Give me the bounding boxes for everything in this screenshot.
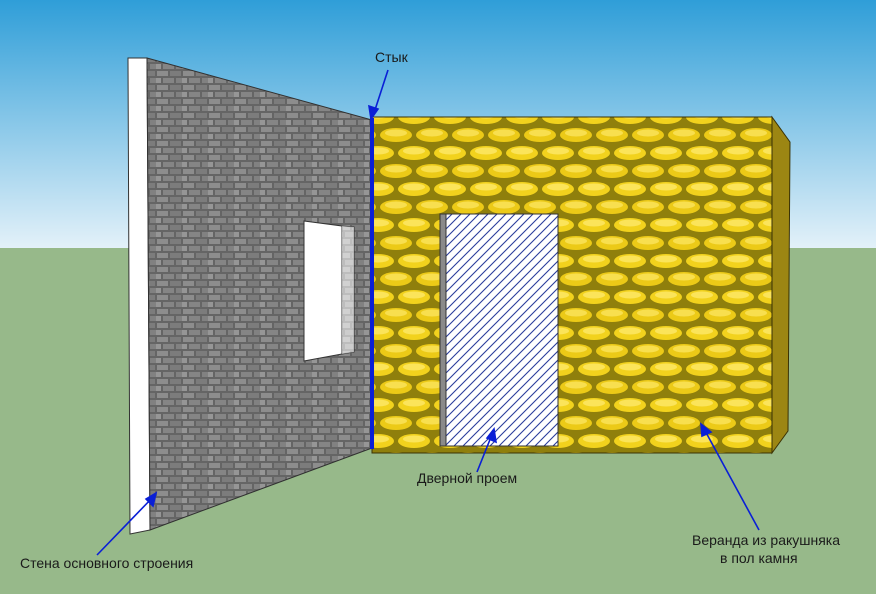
joint-arrowhead xyxy=(368,104,380,122)
main-wall-shade xyxy=(147,58,372,530)
veranda-arrowhead xyxy=(700,422,713,438)
main-wall-edge xyxy=(127,57,151,535)
veranda-front-face xyxy=(371,116,773,454)
doorway-label: Дверной проем xyxy=(417,470,517,486)
main-wall-label: Стена основного строения xyxy=(20,555,193,571)
window-opening xyxy=(303,220,343,362)
veranda-side-face xyxy=(771,115,791,455)
veranda-wall xyxy=(371,115,791,455)
doorway-arrowhead xyxy=(485,427,498,444)
veranda-leader xyxy=(702,426,760,531)
joint-label: Стык xyxy=(375,49,409,65)
main-building-wall xyxy=(127,57,373,535)
veranda-label-line2: в пол камня xyxy=(720,550,798,566)
annotation-leaders xyxy=(96,69,760,556)
main-wall-arrowhead xyxy=(144,491,158,508)
veranda-label-line1: Веранда из ракушняка xyxy=(692,532,840,548)
door-opening xyxy=(445,213,559,447)
main-wall-leader xyxy=(96,495,155,556)
